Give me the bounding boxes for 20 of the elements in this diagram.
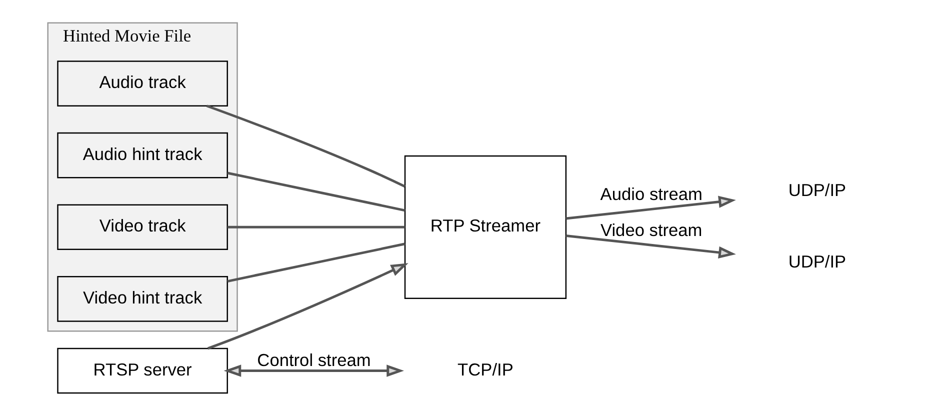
node-text: UDP/IP: [788, 252, 846, 272]
edge-label: Video stream: [600, 220, 702, 240]
node-box: Audio track: [57, 60, 228, 106]
node-box: RTSP server: [57, 348, 228, 394]
node-box: Audio hint track: [57, 132, 228, 178]
node-box: Video track: [57, 204, 228, 250]
arrow: [224, 364, 404, 377]
arrow: [566, 234, 736, 258]
edge-label: Control stream: [257, 350, 371, 370]
connector: [227, 172, 406, 212]
arrow: [566, 196, 736, 220]
edge-label: Audio stream: [600, 184, 702, 204]
connector: [228, 226, 405, 228]
arrow: [207, 263, 408, 350]
connector: [206, 104, 406, 188]
node-box: Video hint track: [57, 276, 228, 322]
connector: [227, 242, 406, 282]
node-text: UDP/IP: [788, 180, 846, 200]
node-text: TCP/IP: [458, 359, 514, 380]
node-box: RTP Streamer: [404, 155, 567, 299]
